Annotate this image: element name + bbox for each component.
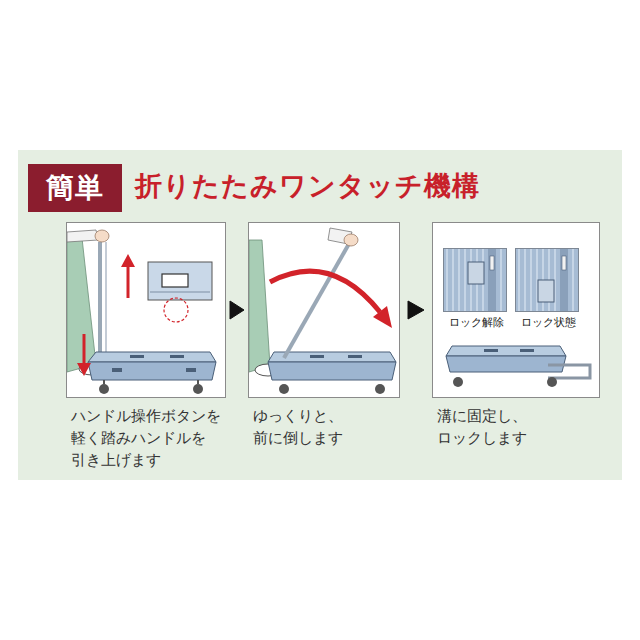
step-panel: ハンドル操作ボタンを 軽く踏みハンドルを 引き上げます (66, 222, 226, 398)
illustration-part (515, 248, 579, 312)
background-band (18, 150, 622, 480)
diagram-title: 折りたたみワンタッチ機構 (135, 168, 480, 204)
illustration-part (121, 254, 135, 267)
illustration-part (490, 256, 494, 270)
illustration-part (67, 238, 96, 372)
illustration-part (67, 230, 98, 242)
illustration-part (348, 355, 362, 358)
illustration-part (130, 355, 144, 358)
step-caption: ゆっくりと、 前に倒します (253, 405, 413, 449)
illustration-part (562, 256, 566, 270)
illustration-part (249, 240, 270, 372)
illustration-part (127, 264, 130, 298)
illustration-part (310, 355, 324, 358)
illustration-part (453, 377, 463, 387)
illustration-part (170, 355, 184, 358)
illustration-part (95, 230, 109, 242)
illustration-part (488, 248, 496, 312)
inset-view: ロック解除 (443, 248, 507, 312)
illustration-part (520, 349, 534, 352)
illustration-part (344, 234, 358, 246)
illustration-part (193, 384, 203, 394)
step-arrow (408, 301, 424, 319)
illustration-part (284, 242, 350, 358)
illustration-part (548, 365, 590, 378)
badge-text: 簡単 (46, 169, 104, 207)
panel-ground (248, 222, 400, 398)
step-caption: 溝に固定し、 ロックします (437, 405, 607, 449)
panel-ground (66, 222, 226, 398)
step-arrow (230, 301, 244, 319)
illustration-part (484, 349, 498, 352)
panel-ground (432, 222, 600, 398)
step2-illustration (249, 228, 396, 394)
illustration-part (560, 248, 568, 312)
illustration-part (112, 368, 122, 372)
step-panel: 溝に固定し、 ロックしますロック解除ロック状態 (432, 222, 600, 398)
inset-view: ロック状態 (515, 248, 579, 312)
illustration-part (268, 362, 396, 380)
illustration-part (164, 298, 188, 322)
illustration-part (88, 362, 216, 380)
illustration-part (443, 248, 507, 312)
illustration-part (270, 271, 380, 312)
illustration-part (105, 242, 107, 356)
inset-label: ロック解除 (432, 315, 520, 330)
illustration-part (150, 292, 210, 293)
illustration-part (98, 242, 102, 356)
inset-label: ロック状態 (504, 315, 592, 330)
illustration-part (468, 262, 484, 284)
step-caption: ハンドル操作ボタンを 軽く踏みハンドルを 引き上げます (71, 405, 247, 471)
illustration-part (197, 380, 199, 384)
illustration-part (83, 334, 86, 366)
illustration-part (148, 262, 212, 300)
illustration-part (77, 363, 91, 376)
illustration-part (162, 274, 188, 287)
step-panel: ゆっくりと、 前に倒します (248, 222, 400, 398)
illustration-part (99, 384, 109, 394)
illustration-part (279, 384, 289, 394)
badge-box: 簡単 (28, 164, 122, 212)
illustration-part (103, 380, 105, 384)
illustration-part (186, 368, 196, 372)
step1-illustration (67, 230, 216, 394)
illustration-part (373, 306, 392, 328)
illustration-part (547, 377, 557, 387)
illustration-part (375, 384, 385, 394)
illustration-part (446, 346, 566, 356)
illustration-part (88, 352, 216, 362)
illustration-part (538, 280, 554, 302)
